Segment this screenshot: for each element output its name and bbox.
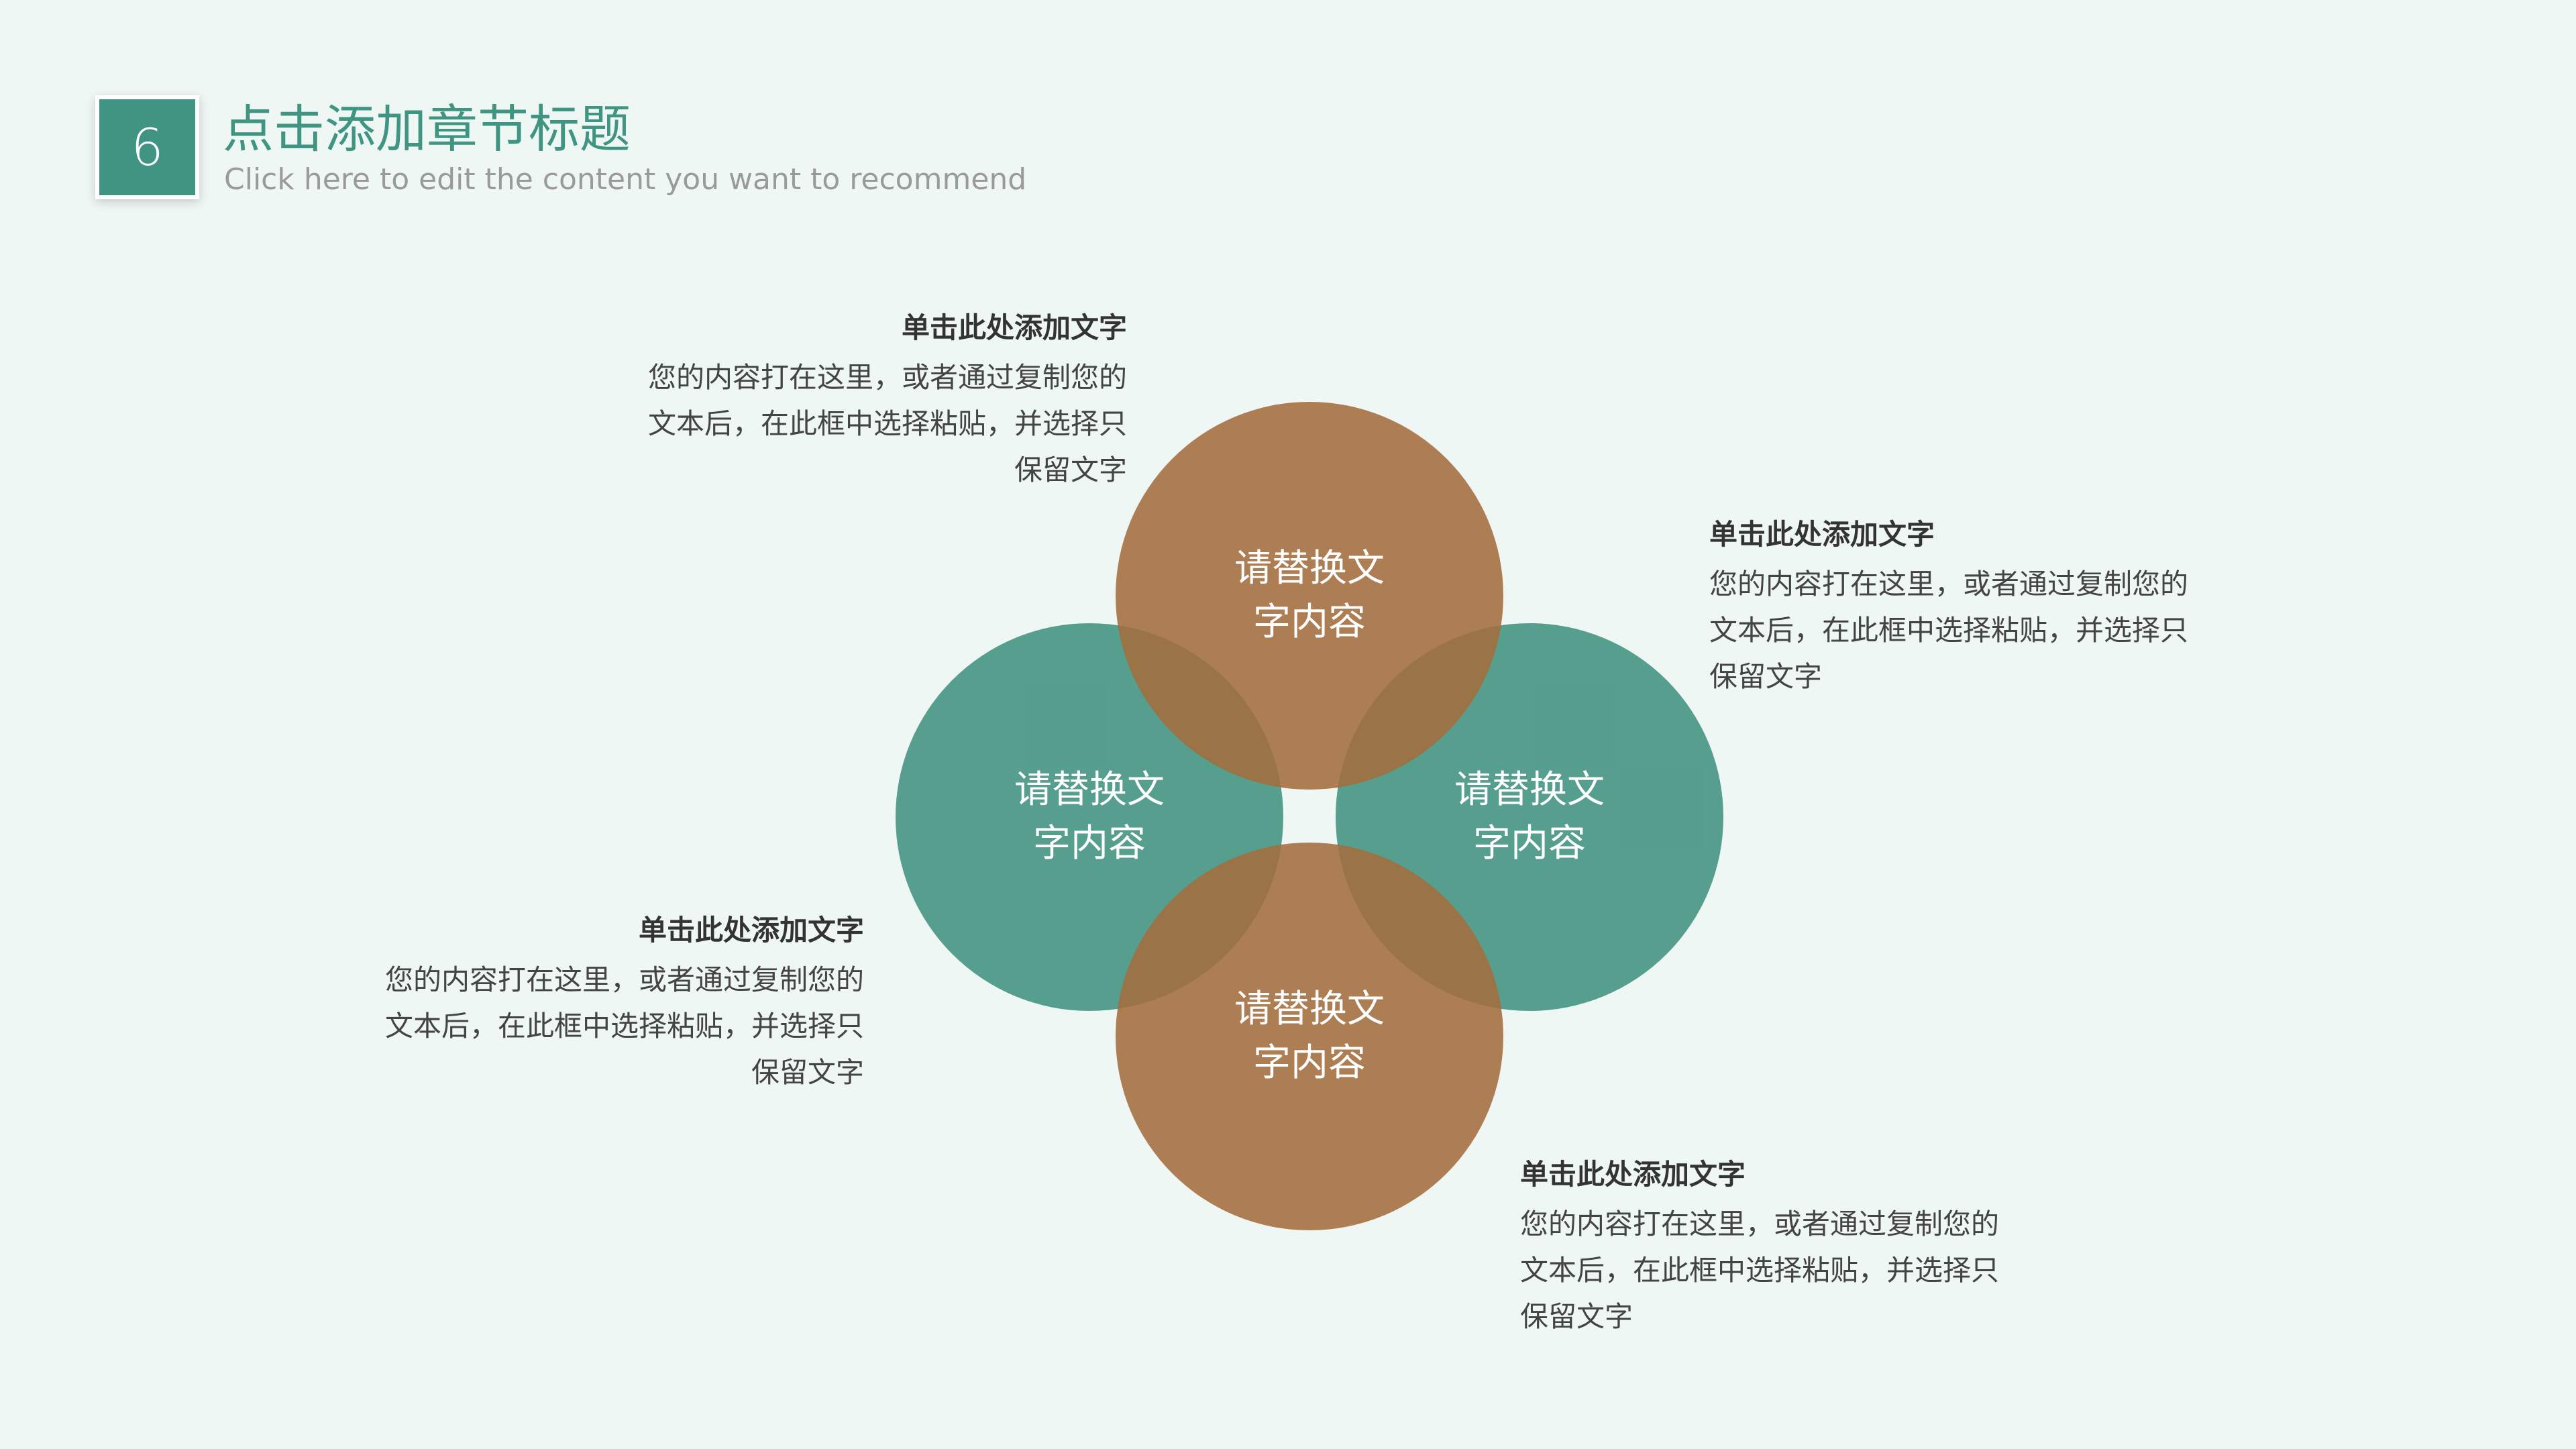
text-block-body: 您的内容打在这里，或者通过复制您的文本后，在此框中选择粘贴，并选择只保留文字 — [647, 361, 1127, 486]
text-block-body: 您的内容打在这里，或者通过复制您的文本后，在此框中选择粘贴，并选择只保留文字 — [1520, 1208, 2000, 1333]
section-title[interactable]: 点击添加章节标题 — [223, 99, 631, 159]
circle-bottom[interactable]: 请替换文字内容 — [1116, 843, 1503, 1230]
text-block-right[interactable]: 单击此处添加文字 您的内容打在这里，或者通过复制您的文本后，在此框中选择粘贴，并… — [1709, 515, 2192, 700]
text-block-title: 单击此处添加文字 — [901, 311, 1127, 344]
text-block-top-left[interactable]: 单击此处添加文字 您的内容打在这里，或者通过复制您的文本后，在此框中选择粘贴，并… — [644, 309, 1127, 493]
section-number-badge: 6 — [95, 95, 199, 199]
section-subtitle[interactable]: Click here to edit the content you want … — [224, 162, 1027, 197]
text-block-body: 您的内容打在这里，或者通过复制您的文本后，在此框中选择粘贴，并选择只保留文字 — [384, 963, 864, 1089]
text-block-body: 您的内容打在这里，或者通过复制您的文本后，在此框中选择粘贴，并选择只保留文字 — [1709, 568, 2189, 693]
text-block-title: 单击此处添加文字 — [638, 914, 864, 947]
circle-right-label: 请替换文字内容 — [1454, 768, 1605, 865]
text-block-left[interactable]: 单击此处添加文字 您的内容打在这里，或者通过复制您的文本后，在此框中选择粘贴，并… — [381, 911, 864, 1095]
text-block-bottom-right[interactable]: 单击此处添加文字 您的内容打在这里，或者通过复制您的文本后，在此框中选择粘贴，并… — [1520, 1155, 2003, 1340]
text-block-title: 单击此处添加文字 — [1520, 1158, 1746, 1191]
circle-top-label: 请替换文字内容 — [1234, 547, 1385, 644]
circle-left-label: 请替换文字内容 — [1014, 768, 1165, 865]
circle-bottom-label: 请替换文字内容 — [1234, 987, 1385, 1085]
text-block-title: 单击此处添加文字 — [1709, 518, 1935, 551]
circle-top[interactable]: 请替换文字内容 — [1116, 402, 1503, 790]
